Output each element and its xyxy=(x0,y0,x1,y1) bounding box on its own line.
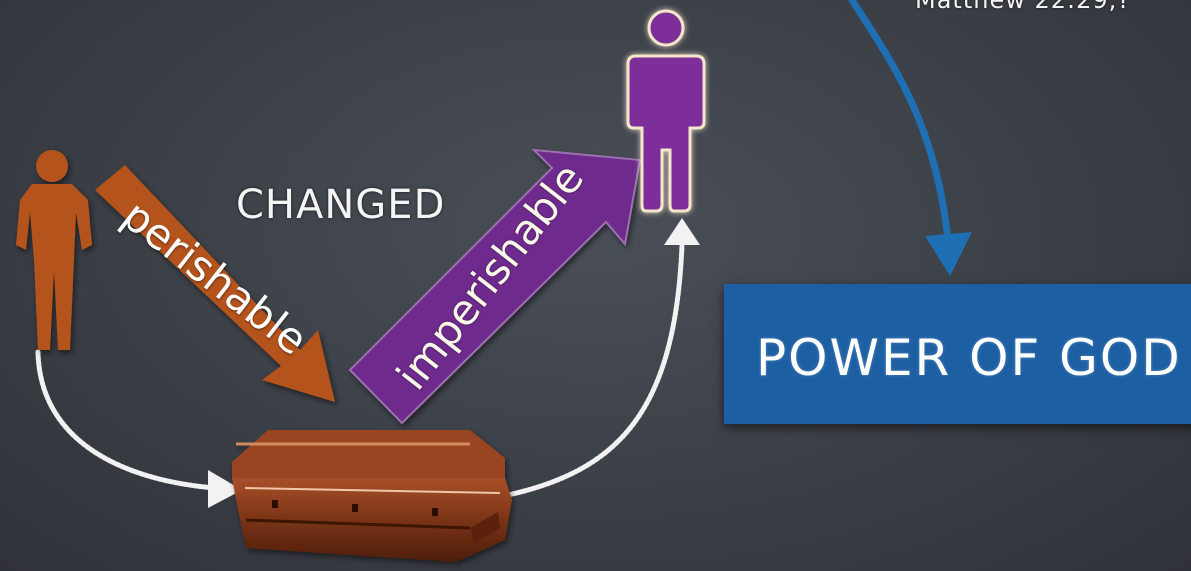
changed-label: CHANGED xyxy=(236,182,446,228)
person-figure-icon xyxy=(626,9,706,213)
perishable-arrow xyxy=(95,165,335,402)
chalk-arrow-to-resurrected xyxy=(505,218,700,498)
power-of-god-label: POWER OF GOD xyxy=(756,329,1182,387)
blue-curved-arrow xyxy=(848,0,972,276)
chalk-arrow-to-casket xyxy=(35,349,242,508)
power-of-god-box: POWER OF GOD xyxy=(724,284,1191,424)
imperishable-arrow xyxy=(348,148,642,425)
casket-icon xyxy=(232,430,512,562)
scripture-reference: Matthew 22:29,? xyxy=(915,0,1131,14)
person-silhouette-icon xyxy=(16,150,92,350)
